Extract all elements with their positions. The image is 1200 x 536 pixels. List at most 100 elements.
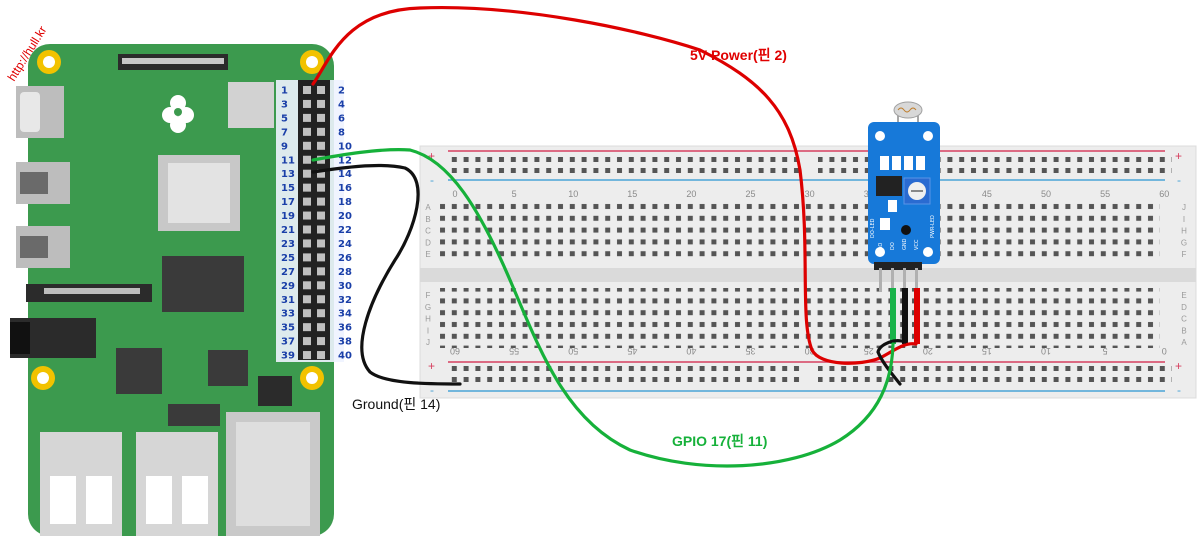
column-number: 10 (568, 189, 578, 199)
row-letter: D (425, 238, 431, 247)
gpio-pin (317, 127, 325, 136)
gpio-pin-number: 17 (281, 197, 295, 208)
gpio-pin-number: 32 (338, 295, 352, 306)
gpio-pin (317, 267, 325, 276)
gpio-pin-number: 7 (281, 127, 288, 138)
gpio-pins (303, 86, 325, 360)
rail-plus: + (1175, 359, 1182, 373)
row-letter: B (425, 215, 430, 224)
gpio-pin (303, 141, 311, 150)
ethernet-port (226, 412, 320, 536)
gpio-pin-number: 12 (338, 155, 352, 166)
gpio-pin-number: 4 (338, 99, 345, 110)
gpio-pin-number: 21 (281, 225, 295, 236)
gpio-pin (317, 351, 325, 360)
indicator-led (901, 225, 911, 235)
gpio-pin-number: 33 (281, 309, 295, 320)
gpio-pin (317, 197, 325, 206)
gpio-pin (317, 323, 325, 332)
row-letter: A (1181, 338, 1187, 347)
mounting-hole (300, 366, 324, 390)
ground-label: Ground(핀 14) (352, 396, 440, 412)
gpio-pin (317, 239, 325, 248)
terminal-strip-bottom (440, 288, 1160, 348)
gpio-pin-number: 25 (281, 253, 295, 264)
gpio-pin-number: 30 (338, 281, 352, 292)
gpio-pin (303, 351, 311, 360)
pin-label-do: DO (890, 242, 896, 250)
column-number: 60 (450, 346, 460, 356)
sensor-pin (891, 268, 894, 292)
gpio-pin-number: 13 (281, 169, 295, 180)
gpio-pin (317, 211, 325, 220)
poe-header (258, 376, 292, 406)
gpio-pin (303, 86, 311, 94)
gpio-pin (303, 99, 311, 108)
gpio-pin-number: 6 (338, 113, 345, 124)
potentiometer (903, 177, 931, 205)
gpio-pin (303, 337, 311, 346)
gpio-pin-number: 23 (281, 239, 295, 250)
gpio-pin-number: 19 (281, 211, 295, 222)
mounting-hole (37, 50, 61, 74)
column-number: 30 (805, 346, 815, 356)
column-number: 45 (982, 189, 992, 199)
gpio-pin-number: 10 (338, 141, 352, 152)
photoresistor (893, 101, 923, 124)
column-number: 20 (686, 189, 696, 199)
sensor-pin-labels: AO DO GND VCC (878, 238, 920, 250)
column-number: 5 (1103, 346, 1108, 356)
gpio-pin-number: 8 (338, 127, 345, 138)
row-letter: B (1181, 326, 1186, 335)
terminal-strip-top (440, 200, 1160, 260)
gpio-pin (317, 169, 325, 178)
gpio-pin (303, 281, 311, 290)
ground-wire (311, 163, 462, 386)
gpio-pin (317, 309, 325, 318)
gpio-pin (303, 211, 311, 220)
row-letter: F (426, 291, 431, 300)
power-rail-bottom (448, 366, 802, 388)
gpio-pin (303, 127, 311, 136)
usb-port (40, 432, 122, 536)
usb-port (136, 432, 218, 536)
gpio-pin-number: 18 (338, 197, 352, 208)
gpio-pin-number: 20 (338, 211, 352, 222)
gpio-pin (317, 141, 325, 150)
pin-label-vcc: VCC (914, 239, 920, 250)
ram-chip (162, 256, 244, 312)
row-letter: J (426, 338, 430, 347)
gpio-wire (311, 148, 895, 468)
row-letter: G (425, 303, 431, 312)
led-label: DO-LED (870, 218, 876, 238)
row-letter: G (1181, 238, 1187, 247)
gpio-pin (303, 253, 311, 262)
rail-plus: + (428, 359, 435, 373)
power-label: 5V Power(핀 2) (690, 47, 787, 63)
gpio-pin (317, 86, 325, 94)
row-letter: H (425, 315, 431, 324)
mounting-hole (300, 50, 324, 74)
comparator-chip (876, 176, 902, 196)
gpio-pin (303, 169, 311, 178)
gpio-pin-number: 39 (281, 351, 295, 362)
gpio-pin (303, 295, 311, 304)
row-letter: I (1183, 215, 1185, 224)
column-number: 25 (745, 189, 755, 199)
gpio-pin (303, 183, 311, 192)
gpio-pin (317, 113, 325, 122)
gpio-pin-number: 24 (338, 239, 352, 250)
gpio-pin-number: 14 (338, 169, 352, 180)
column-number: 0 (1162, 346, 1167, 356)
gpio-pin (317, 253, 325, 262)
gpio-pin (317, 183, 325, 192)
ic-chip (208, 350, 248, 386)
gpio-pin-number: 40 (338, 351, 352, 362)
